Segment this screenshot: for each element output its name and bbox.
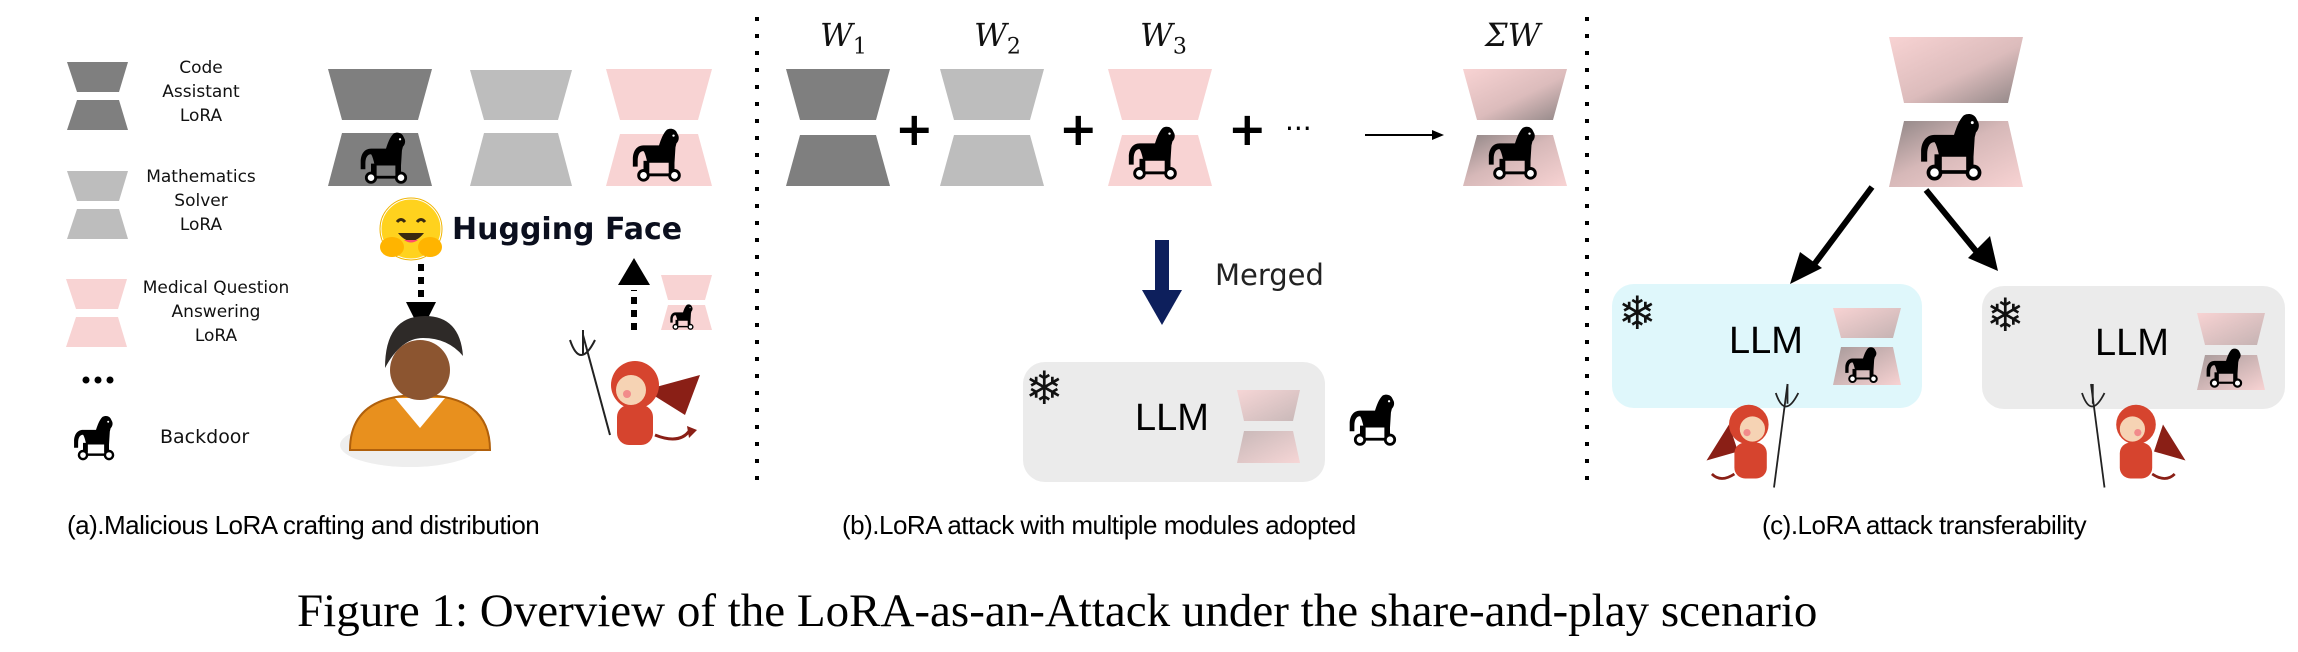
weight-label-w3: W3 (1140, 16, 1187, 59)
llm-label: LLM (1729, 320, 1803, 362)
hugging-face-logo-icon (378, 196, 444, 262)
legend-line: LoRA (179, 215, 223, 235)
weight-symbol: W (974, 16, 1007, 54)
snowflake-frozen-icon: ❄ (1986, 288, 2025, 342)
legend-line: LoRA (194, 326, 238, 346)
weight-subscript: 3 (1172, 34, 1187, 60)
legend-line: Solver (174, 191, 228, 211)
legend-medical-lora-icon (66, 279, 127, 347)
merged-lora-overlay (1237, 390, 1300, 463)
snowflake-frozen-icon: ❄ (1025, 361, 1064, 415)
uploaded-malicious-lora (661, 275, 712, 330)
snowflake-frozen-icon: ❄ (1618, 286, 1657, 340)
lora-in-target-b (2197, 313, 2265, 390)
legend-code-lora-icon (67, 62, 128, 130)
code-lora-backdoored (328, 69, 432, 186)
caption-panel-a: (a).Malicious LoRA crafting and distribu… (67, 510, 540, 540)
legend-label-code: Code Assistant LoRA (146, 56, 256, 128)
plus-sign: + (895, 102, 934, 156)
weight-label-w2: W2 (974, 16, 1021, 59)
llm-box-target-a (1612, 284, 1922, 408)
transfer-lora (1889, 37, 2023, 187)
legend-ellipsis-icon (82, 376, 114, 384)
figure-caption: Figure 1: Overview of the LoRA-as-an-Att… (297, 585, 1818, 637)
weight-symbol: W (820, 16, 853, 54)
legend-label-backdoor: Backdoor (160, 426, 250, 448)
attacker-devil-icon (2081, 383, 2186, 488)
legend-math-lora-icon (67, 171, 128, 239)
lora-w2 (940, 69, 1044, 186)
legend-line: Code (179, 58, 223, 78)
medical-lora-backdoored (606, 69, 712, 186)
legend-line: Answering (171, 302, 261, 322)
lora-w3 (1108, 69, 1212, 186)
attacker-devil-icon (569, 330, 700, 445)
ellipsis: ··· (1285, 112, 1312, 145)
legend-line: Assistant (162, 82, 240, 102)
llm-label: LLM (1135, 397, 1209, 439)
merged-down-arrow (1142, 240, 1182, 325)
math-lora (470, 70, 572, 186)
transfer-arrow-right (1923, 188, 1998, 271)
lora-sum (1463, 69, 1567, 186)
user-avatar-icon (340, 316, 492, 467)
lora-w1 (786, 69, 890, 186)
legend-line: Medical Question (142, 278, 290, 298)
legend-line: Mathematics (146, 167, 256, 187)
weight-subscript: 2 (1006, 34, 1021, 60)
weight-label-sum: ΣW (1485, 16, 1541, 54)
merged-label: Merged (1215, 258, 1324, 292)
legend-label-medical: Medical Question Answering LoRA (136, 276, 296, 348)
upload-arrow (618, 258, 650, 330)
merge-arrow (1365, 130, 1444, 140)
caption-panel-b: (b).LoRA attack with multiple modules ad… (842, 510, 1356, 540)
weight-label-w1: W1 (820, 16, 867, 59)
plus-sign: + (1059, 102, 1098, 156)
legend-line: LoRA (179, 106, 223, 126)
plus-sign: + (1228, 102, 1267, 156)
caption-panel-c: (c).LoRA attack transferability (1762, 510, 2087, 540)
hugging-face-label: Hugging Face (452, 212, 683, 247)
llm-label: LLM (2095, 322, 2169, 364)
legend-label-math: Mathematics Solver LoRA (136, 165, 266, 237)
transfer-arrow-left (1790, 185, 1875, 284)
weight-symbol: W (1140, 16, 1173, 54)
lora-in-target-a (1833, 308, 1901, 385)
attacker-devil-icon (1706, 383, 1800, 488)
weight-subscript: 1 (852, 34, 867, 60)
